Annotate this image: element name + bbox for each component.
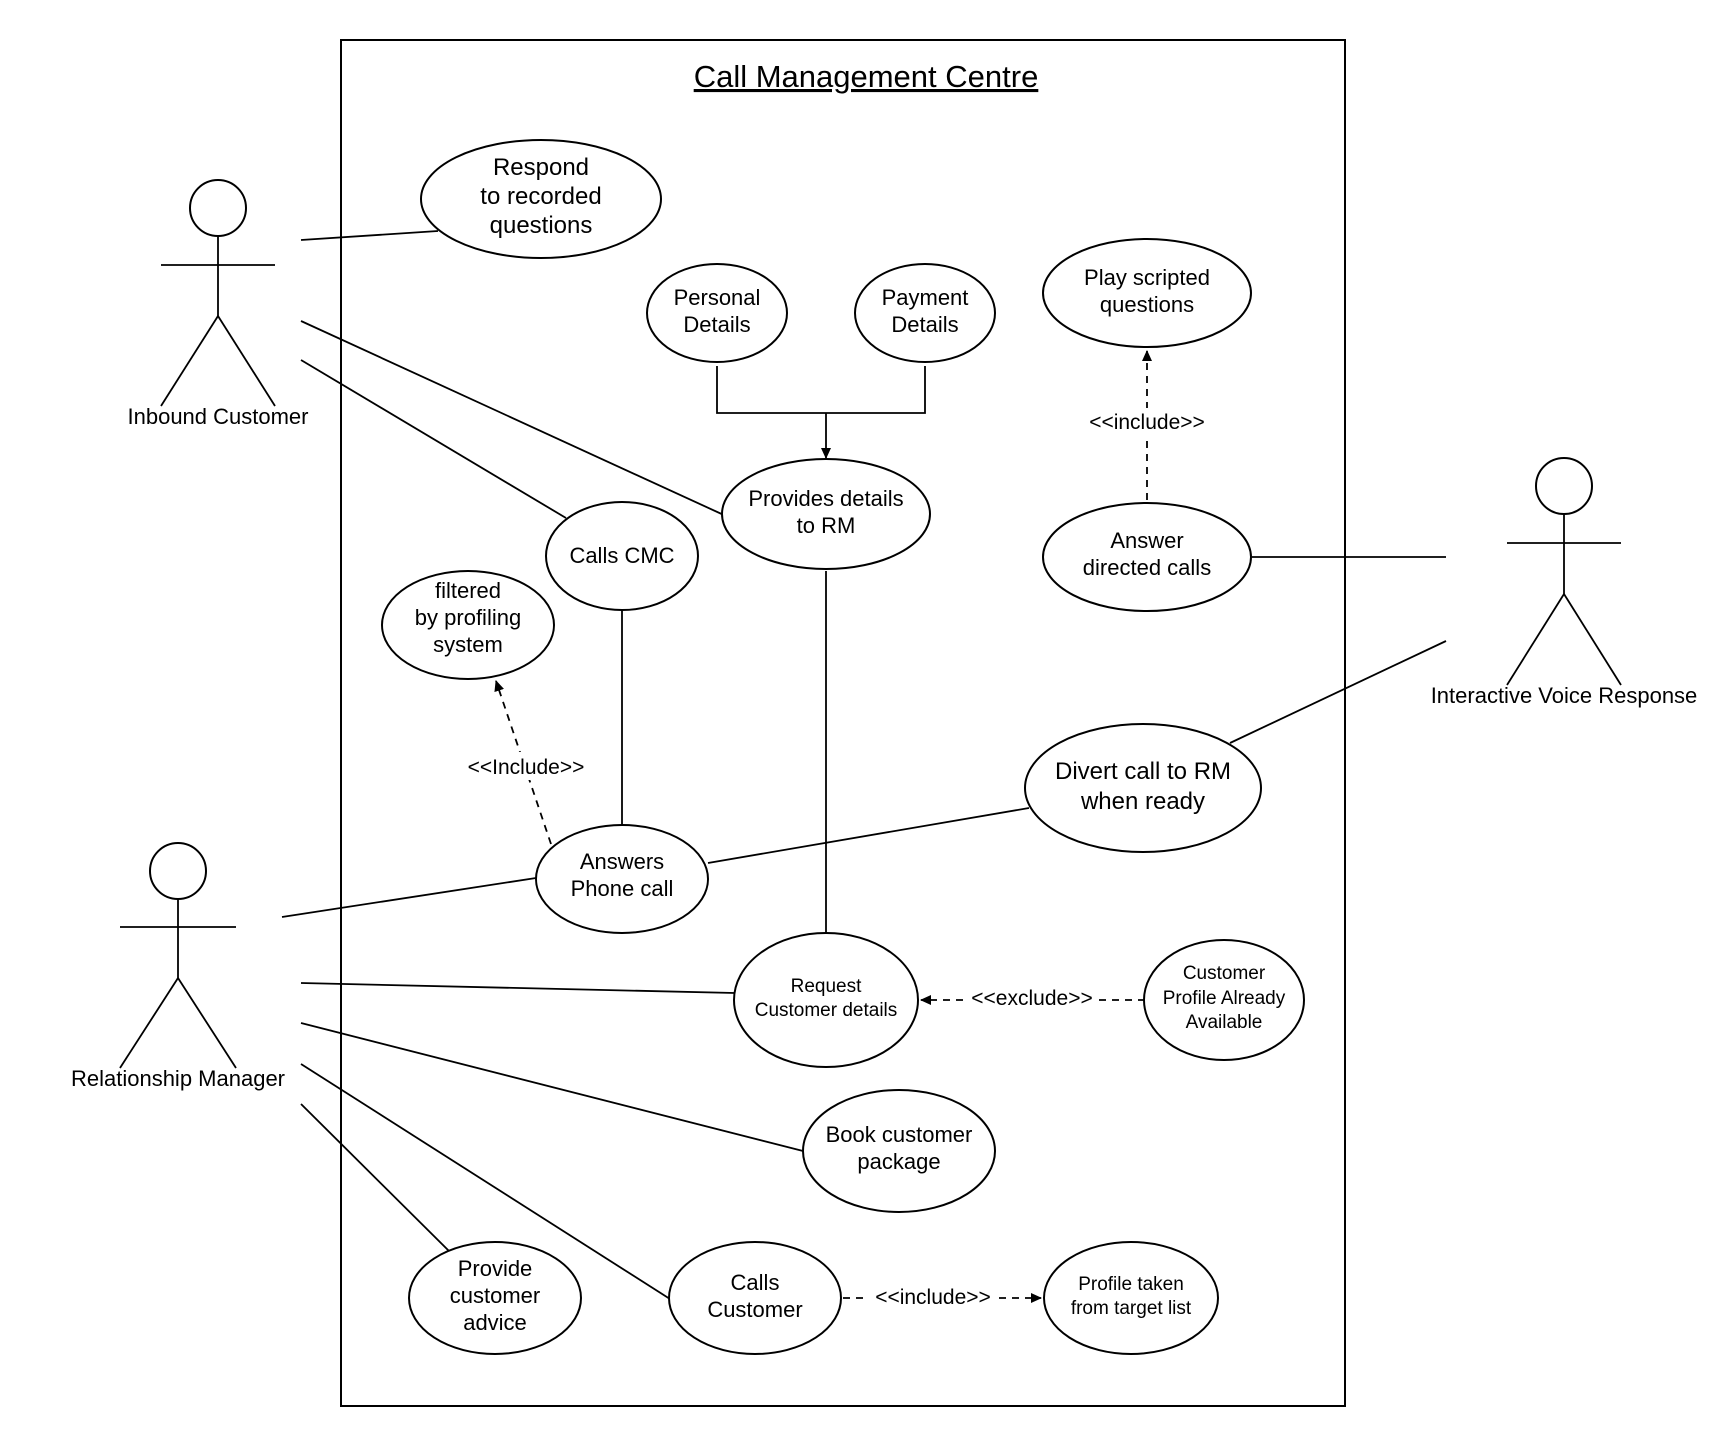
- assoc-inbound-respond: [300, 230, 439, 241]
- include-label-play: <<include>>: [1089, 411, 1205, 434]
- assoc-inbound-calls-cmc: [300, 359, 567, 519]
- actor-inbound-customer: Inbound Customer: [128, 179, 309, 429]
- actor-label-inbound-customer: Inbound Customer: [128, 404, 309, 429]
- use-case-text: to recorded: [480, 183, 601, 210]
- actor-right-leg: [217, 315, 276, 407]
- actor-left-leg: [119, 977, 179, 1069]
- assoc-rm-request: [300, 982, 736, 994]
- assoc-rm-provide-advice: [300, 1103, 451, 1253]
- use-case-play-scripted: Play scripted questions: [1042, 238, 1252, 348]
- use-case-text: Respond: [493, 154, 589, 181]
- use-case-text: Provides details: [748, 486, 903, 511]
- use-case-text: questions: [1100, 292, 1194, 317]
- actor-right-leg: [177, 977, 237, 1069]
- assoc-rm-book: [300, 1022, 804, 1152]
- actor-relationship-manager: Relationship Manager: [71, 842, 285, 1091]
- use-case-text: Calls: [731, 1270, 780, 1295]
- use-case-request-customer-details: Request Customer details: [733, 932, 919, 1068]
- actor-left-leg: [160, 315, 219, 407]
- use-case-text: from target list: [1071, 1298, 1192, 1319]
- use-case-text: advice: [463, 1310, 527, 1335]
- actor-head: [189, 179, 247, 237]
- use-case-text: Answers: [580, 849, 664, 874]
- use-case-book-customer-package: Book customer package: [802, 1089, 996, 1213]
- use-case-text: Personal: [674, 285, 761, 310]
- use-case-provide-customer-advice: Provide customer advice: [408, 1241, 582, 1355]
- actor-label-interactive-voice-response: Interactive Voice Response: [1431, 683, 1698, 708]
- assoc-rm-answers: [281, 877, 537, 918]
- label-bg: [868, 1283, 998, 1311]
- use-case-provides-details: Provides details to RM: [721, 458, 931, 570]
- actor-right-leg: [1563, 593, 1622, 686]
- use-case-text: Profile taken: [1078, 1274, 1184, 1295]
- use-case-text: Calls CMC: [569, 543, 674, 568]
- use-case-divert-call: Divert call to RM when ready: [1024, 723, 1262, 853]
- include-label-profile: <<include>>: [875, 1286, 991, 1309]
- use-case-calls-cmc: Calls CMC: [545, 501, 699, 611]
- use-case-text: when ready: [1080, 788, 1205, 815]
- actor-head: [149, 842, 207, 900]
- use-case-text: filtered: [435, 578, 501, 603]
- assoc-inbound-provides: [300, 320, 727, 517]
- use-case-text: Phone call: [571, 876, 674, 901]
- exclude-label: <<exclude>>: [971, 987, 1092, 1010]
- use-case-text: Profile Already: [1163, 988, 1286, 1009]
- use-case-text: Request: [791, 976, 862, 997]
- use-case-text: Details: [891, 312, 958, 337]
- use-case-respond: Respond to recorded questions: [420, 139, 662, 259]
- actor-left-leg: [1506, 593, 1565, 686]
- connector-personal: [716, 366, 826, 414]
- use-case-text: Book customer: [826, 1122, 973, 1147]
- use-case-text: Customer details: [755, 1000, 898, 1021]
- use-case-text: package: [857, 1149, 940, 1174]
- use-case-text: Available: [1186, 1012, 1263, 1033]
- connector-payment: [826, 366, 926, 414]
- system-title: Call Management Centre: [694, 59, 1039, 94]
- include-answers-to-filtered: [494, 680, 552, 845]
- actor-head: [1535, 457, 1593, 515]
- assoc-rm-calls-customer: [300, 1063, 671, 1300]
- use-case-personal-details: Personal Details: [646, 263, 788, 363]
- use-case-text: Answer: [1110, 528, 1183, 553]
- use-case-profile-taken-target-list: Profile taken from target list: [1043, 1241, 1219, 1355]
- use-case-text: Payment: [882, 285, 969, 310]
- include-label-filtered: <<Include>>: [468, 756, 585, 779]
- use-case-filtered-profiling: filtered by profiling system: [381, 570, 555, 680]
- use-case-calls-customer: Calls Customer: [668, 1241, 842, 1355]
- use-case-text: Play scripted: [1084, 265, 1210, 290]
- use-case-customer-profile-available: Customer Profile Already Available: [1143, 939, 1305, 1061]
- use-case-text: Provide: [458, 1256, 533, 1281]
- assoc-ivr-divert: [1229, 640, 1447, 744]
- use-case-text: directed calls: [1083, 555, 1211, 580]
- label-bg: [966, 984, 1098, 1012]
- use-case-payment-details: Payment Details: [854, 263, 996, 363]
- use-case-text: Customer: [707, 1297, 802, 1322]
- actor-interactive-voice-response: Interactive Voice Response: [1431, 457, 1698, 708]
- use-case-text: by profiling: [415, 605, 521, 630]
- use-case-text: Customer: [1183, 963, 1266, 984]
- use-case-text: questions: [490, 212, 593, 239]
- use-case-answers-phone-call: Answers Phone call: [535, 824, 709, 934]
- use-case-text: customer: [450, 1283, 540, 1308]
- label-bg: [462, 752, 592, 780]
- use-case-text: to RM: [797, 513, 856, 538]
- use-case-answer-directed-calls: Answer directed calls: [1042, 502, 1252, 612]
- assoc-answers-divert: [707, 807, 1030, 864]
- use-case-text: system: [433, 632, 503, 657]
- use-case-text: Details: [683, 312, 750, 337]
- label-bg: [1082, 408, 1212, 436]
- system-boundary: [340, 39, 1346, 1407]
- use-case-text: Divert call to RM: [1055, 758, 1231, 785]
- actor-label-relationship-manager: Relationship Manager: [71, 1066, 285, 1091]
